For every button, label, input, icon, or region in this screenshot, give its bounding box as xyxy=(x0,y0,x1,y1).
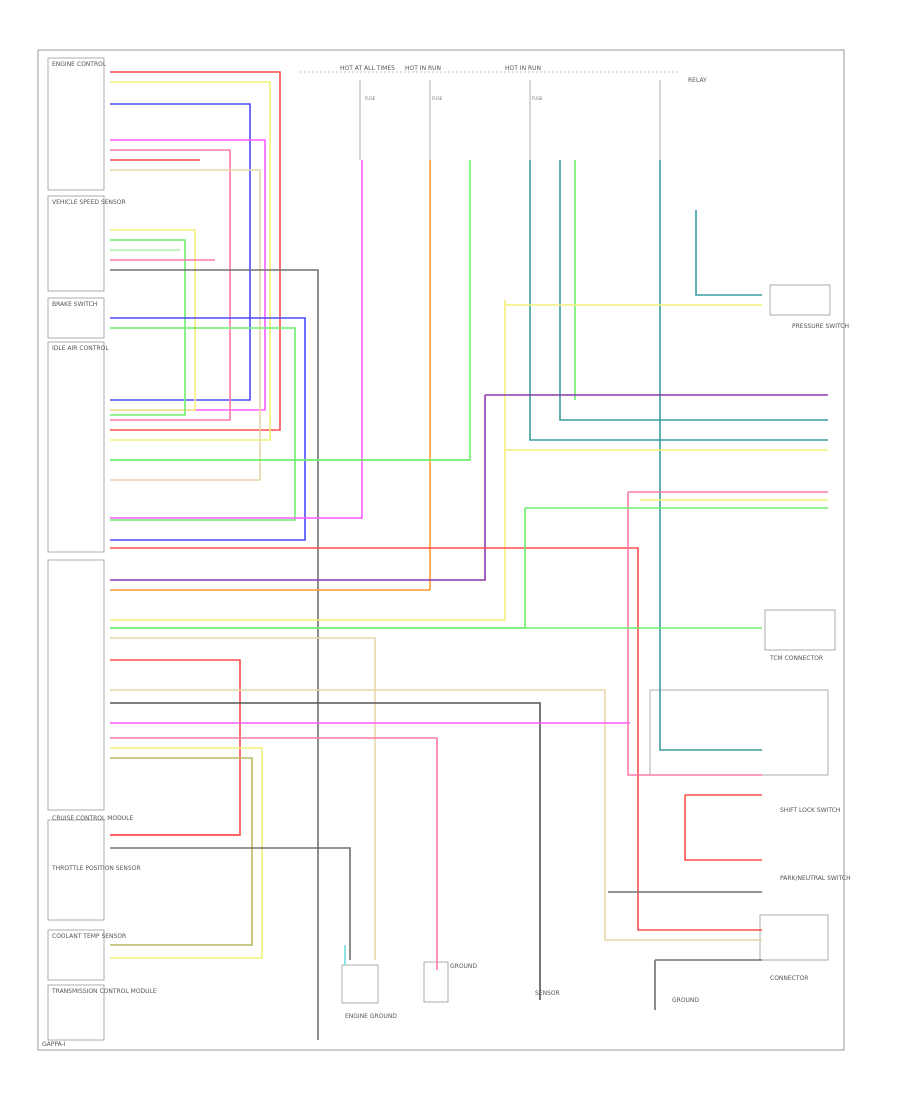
wire-teal-17 xyxy=(529,160,828,441)
label-brake-switch: BRAKE SWITCH xyxy=(52,301,97,308)
label-pressure-switch: PRESSURE SWITCH xyxy=(792,323,849,330)
label-hot-in-run-2: HOT IN RUN xyxy=(505,65,541,72)
wire-yellow-22 xyxy=(110,300,506,621)
wire-blue-12 xyxy=(110,317,306,541)
wire-gray-11 xyxy=(110,269,319,1040)
wire-gray-45 xyxy=(110,847,351,960)
wire-darkgray-39 xyxy=(110,702,541,1000)
coolant-box xyxy=(47,929,105,981)
wire-tan-36 xyxy=(110,637,376,960)
speed-sensor-box xyxy=(47,195,105,292)
label-idle-air: IDLE AIR CONTROL xyxy=(52,345,109,352)
wire-tan-38 xyxy=(110,689,762,941)
wire-magenta-3 xyxy=(110,139,266,411)
label-throttle: THROTTLE POSITION SENSOR xyxy=(51,865,141,872)
engine-module-box xyxy=(47,57,105,191)
wire-pink-4 xyxy=(110,149,231,421)
bottom-relay-box xyxy=(341,964,379,1004)
wire-yellow-42 xyxy=(110,747,263,959)
label-connector: CONNECTOR xyxy=(770,975,808,982)
wire-red-0 xyxy=(110,71,281,431)
label-relay: RELAY xyxy=(688,77,707,84)
wire-teal-21 xyxy=(695,210,762,296)
label-tcm-connector: TCM CONNECTOR xyxy=(769,655,823,662)
throttle-box xyxy=(47,819,105,921)
label-fuse-3: FUSE xyxy=(532,96,543,101)
wire-green-13 xyxy=(110,327,296,521)
label-fuse-2: FUSE xyxy=(432,96,443,101)
wire-teal-20 xyxy=(659,160,762,751)
wire-teal-18 xyxy=(559,160,828,421)
label-transmission: TRANSMISSION CONTROL MODULE xyxy=(51,988,157,995)
diagram-border xyxy=(37,49,845,1051)
label-fuse-1: FUSE xyxy=(365,96,376,101)
wire-yellow-1 xyxy=(110,81,271,441)
ground-box xyxy=(423,961,449,1003)
label-hot-in-run-1: HOT IN RUN xyxy=(405,65,441,72)
wire-group xyxy=(110,71,828,1040)
wire-yellow-7 xyxy=(110,229,196,411)
label-ground-mid: GROUND xyxy=(450,963,477,970)
transmission-box xyxy=(47,984,105,1041)
brake-switch-box xyxy=(47,297,105,339)
label-sensor: SENSOR xyxy=(535,990,560,997)
wire-tan-6 xyxy=(110,169,261,481)
wire-magenta-14 xyxy=(110,160,363,519)
shift-switch-box xyxy=(649,689,829,776)
relay-box xyxy=(764,609,836,651)
label-coolant: COOLANT TEMP SENSOR xyxy=(52,933,126,940)
footer-label: GAPPA-I xyxy=(42,1041,66,1048)
label-shift-switch: SHIFT LOCK SWITCH xyxy=(780,807,840,814)
label-ground-left: ENGINE GROUND xyxy=(345,1013,397,1020)
wire-red-28 xyxy=(110,547,762,931)
wire-pink-41 xyxy=(110,737,438,970)
idle-air-box xyxy=(47,341,105,553)
wire-red-46 xyxy=(684,795,762,861)
label-park-switch: PARK/NEUTRAL SWITCH xyxy=(780,875,851,882)
tcm-connector-box xyxy=(759,914,829,961)
label-cruise-module: CRUISE CONTROL MODULE xyxy=(52,815,133,822)
pressure-switch-box xyxy=(769,284,831,316)
label-hot-at-all-times: HOT AT ALL TIMES xyxy=(340,65,395,72)
label-top-left-module: ENGINE CONTROL xyxy=(52,61,107,68)
fuse-drops xyxy=(359,80,661,160)
wire-olive-43 xyxy=(110,757,253,946)
label-ground-right: GROUND xyxy=(672,997,699,1004)
wire-pink-29 xyxy=(627,492,762,776)
label-speed-sensor: VEHICLE SPEED SENSOR xyxy=(52,199,126,206)
cruise-module-box xyxy=(47,559,105,811)
wire-purple-24 xyxy=(110,395,486,581)
wire-blue-2 xyxy=(110,103,251,401)
